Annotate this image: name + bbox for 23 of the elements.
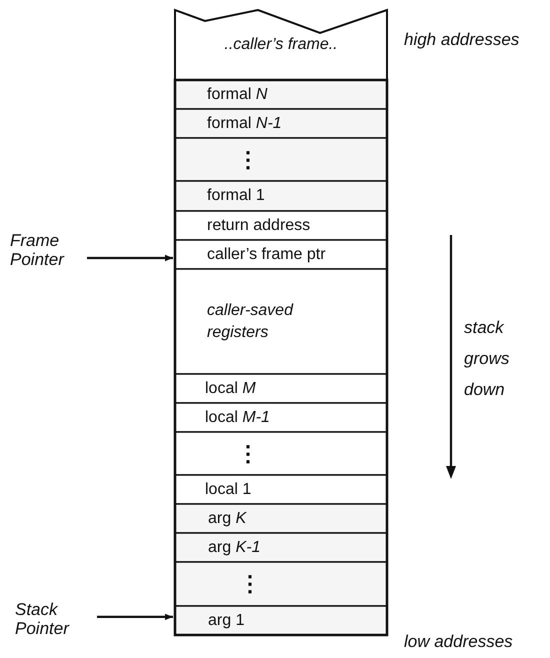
slot-text: local 1 xyxy=(205,480,252,498)
address-note: high addresses xyxy=(404,30,520,50)
slot-text: arg 1 xyxy=(208,612,244,630)
slot-text: caller’s frame ptr xyxy=(207,246,326,264)
slot-text: local M-1 xyxy=(205,408,270,426)
arrow xyxy=(87,254,173,262)
slot-text: arg K-1 xyxy=(208,538,260,556)
address-note: low addresses xyxy=(404,632,513,652)
direction-note: stack grows down xyxy=(464,317,510,401)
slot-text: caller-saved registers xyxy=(207,300,294,342)
slot-text: local M xyxy=(205,380,256,398)
ellipsis: ⋮ xyxy=(237,146,259,172)
slot-text: arg K xyxy=(208,510,246,528)
ellipsis: ⋮ xyxy=(237,440,259,466)
slot-text: ..caller’s frame.. xyxy=(224,36,338,54)
arrow xyxy=(97,614,173,620)
slot-text: Frame Pointer xyxy=(10,231,66,269)
slot-text: formal 1 xyxy=(207,187,265,205)
slot-text: formal N-1 xyxy=(207,114,282,132)
slot-text: return address xyxy=(207,216,310,234)
slot-text: Stack Pointer xyxy=(15,600,70,638)
slot-text: formal N xyxy=(207,86,268,104)
ellipsis: ⋮ xyxy=(239,571,261,597)
